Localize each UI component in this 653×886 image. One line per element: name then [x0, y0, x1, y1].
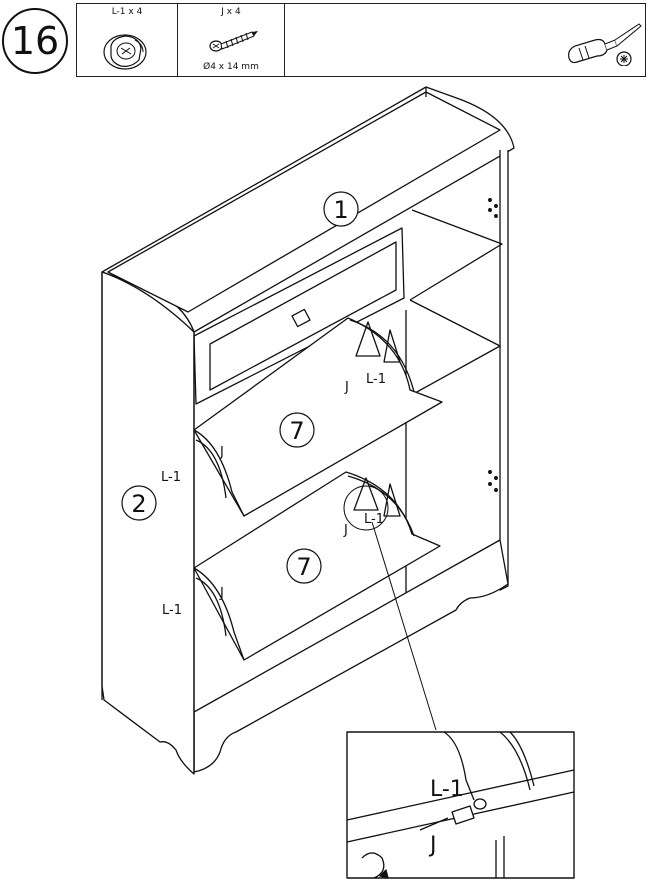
- callout-j-upper-right: J: [344, 380, 349, 395]
- cam-lock-icon: [103, 34, 147, 70]
- callout-j-upper-left: J: [219, 445, 224, 460]
- part-l1-label: L-1 x 4: [111, 7, 143, 17]
- step-number: 16: [2, 8, 68, 74]
- parts-list: L-1 x 4 J x 4 Ø4 x 14 mm: [76, 3, 646, 77]
- callout-l1-upper-right: L-1: [366, 372, 386, 387]
- part-number-flap-lower: 7: [296, 553, 311, 581]
- callout-j-lower-left: J: [219, 586, 224, 601]
- callout-j-lower-right: J: [343, 523, 348, 538]
- detail-inset: [346, 731, 575, 879]
- part-cell-l1: L-1 x 4: [77, 4, 178, 76]
- phillips-screwdriver-icon: [568, 23, 642, 66]
- detail-callout-j: J: [428, 833, 437, 858]
- left-side-panel: [101, 271, 195, 775]
- screw-icon: [209, 31, 258, 52]
- part-j-dimension: Ø4 x 14 mm: [203, 62, 259, 72]
- part-number-flap-upper: 7: [289, 417, 304, 445]
- part-number-side: 2: [131, 490, 146, 518]
- callout-l1-upper-left: L-1: [161, 470, 181, 485]
- right-side-panel: [499, 150, 509, 591]
- detail-callout-l1: L-1: [430, 777, 464, 802]
- part-number-top: 1: [333, 196, 348, 224]
- callout-l1-lower-right: L-1: [364, 512, 384, 527]
- part-cell-j: J x 4 Ø4 x 14 mm: [178, 4, 285, 76]
- part-j-label: J x 4: [221, 7, 241, 17]
- callout-l1-lower-left: L-1: [162, 603, 182, 618]
